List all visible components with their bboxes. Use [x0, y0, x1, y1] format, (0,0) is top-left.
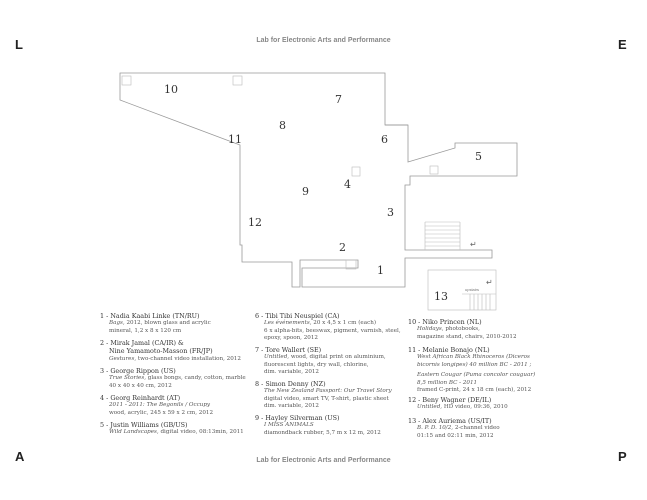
legend-entry-9: 9 - Hayley Silverman (US) I MISS ANIMALS…: [255, 414, 381, 436]
legend-entry-11: 11 - Melanie Bonajo (NL) West African Bl…: [408, 346, 536, 393]
upstairs-label: upstairs: [465, 287, 480, 292]
legend-entry-10: 10 - Niko Princen (NL) Holidays, photobo…: [408, 318, 517, 340]
footer-title: Lab for Electronic Arts and Performance: [256, 457, 391, 464]
room-label-13: 13: [434, 290, 448, 303]
room-label-6: 6: [381, 133, 388, 146]
room-label-7: 7: [335, 93, 342, 106]
legend-entry-12: 12 - Beny Wagner (DE/IL) Untitled, HD vi…: [408, 396, 508, 411]
room-label-1: 1: [377, 264, 384, 277]
legend-entry-4: 4 - Georg Reinhardt (AT) 2011 - 2011: Th…: [100, 394, 214, 416]
corner-letter-e: E: [618, 37, 627, 52]
room-label-10: 10: [164, 83, 178, 96]
room-label-9: 9: [302, 185, 309, 198]
legend-entry-2: 2 - Mirak Jamal (CA/IR) & Nine Yamamoto-…: [100, 339, 241, 362]
room-label-11: 11: [228, 133, 242, 146]
room-label-2: 2: [339, 241, 346, 254]
legend-entry-6: 6 - Tibi Tibi Neuspiel (CA) Les événemen…: [255, 312, 401, 342]
legend-entry-5: 5 - Justin Williams (GB/US) Wild Landsca…: [100, 421, 244, 436]
header-title: Lab for Electronic Arts and Performance: [256, 37, 391, 44]
room-label-8: 8: [279, 119, 286, 132]
upstairs-arrow-icon: ↵: [486, 278, 493, 287]
legend-entry-8: 8 - Simon Denny (NZ) The New Zealand Pas…: [255, 380, 392, 410]
room-label-5: 5: [475, 150, 482, 163]
room-label-3: 3: [387, 206, 394, 219]
corner-letter-a: A: [15, 449, 25, 464]
room-label-12: 12: [248, 216, 262, 229]
room-label-4: 4: [344, 178, 351, 191]
corner-letter-l: L: [15, 37, 23, 52]
legend-entry-7: 7 - Tore Wallert (SE) Untitled, wood, di…: [255, 346, 386, 376]
legend-entry-3: 3 - George Rippon (US) True Stories, gla…: [100, 367, 246, 389]
stairs-arrow-icon: ↵: [470, 240, 477, 249]
legend-entry-13: 13 - Alex Auriema (US/IT) B. P. D. 10/2,…: [408, 417, 500, 439]
corner-letter-p: P: [618, 449, 627, 464]
legend-entry-1: 1 - Nadia Kaabi Linke (TN/RU) Bags, 2012…: [100, 312, 211, 334]
